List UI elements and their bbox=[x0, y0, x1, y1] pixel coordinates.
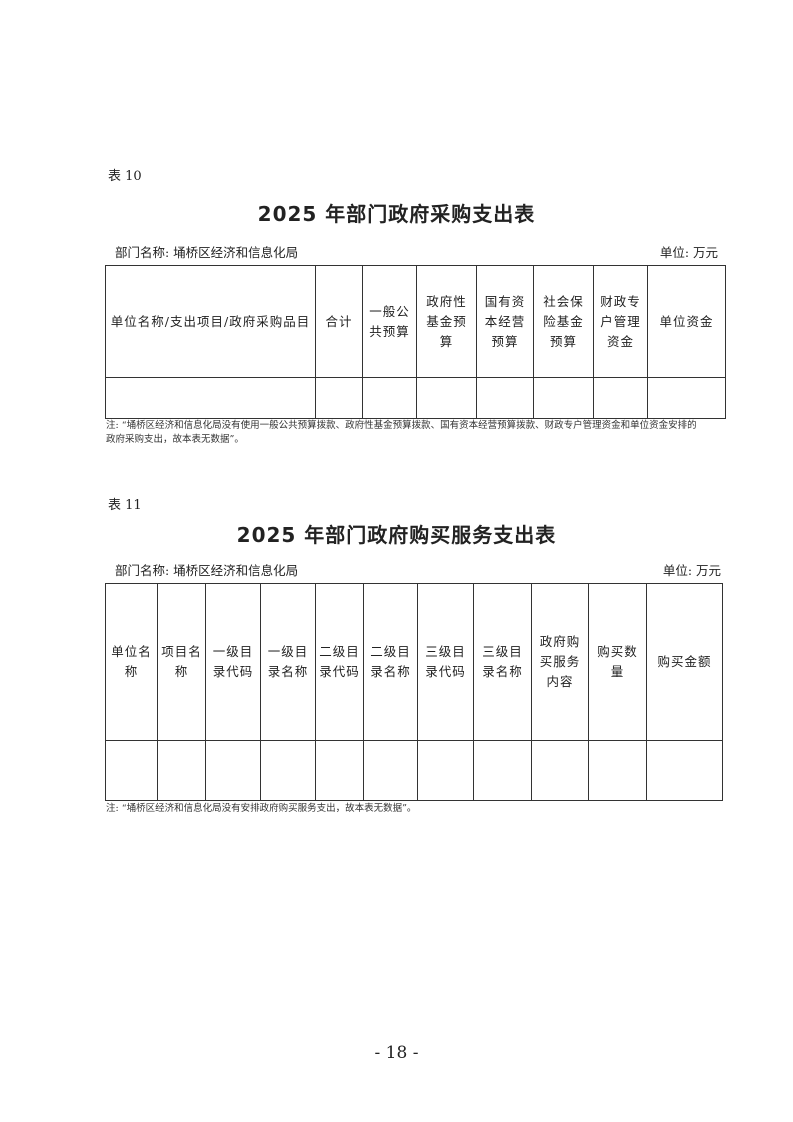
table10-unit: 单位: 万元 bbox=[659, 245, 718, 260]
header-cell: 财政专户管理资金 bbox=[593, 265, 648, 378]
empty-cell bbox=[260, 740, 316, 801]
empty-cell bbox=[315, 740, 364, 801]
service-purchase-table: 单位名称 项目名称 一级目录代码 一级目录名称 二级目录代码 二级目录名称 三级… bbox=[105, 583, 723, 801]
table-header-row: 单位名称 项目名称 一级目录代码 一级目录名称 二级目录代码 二级目录名称 三级… bbox=[105, 583, 723, 741]
page-number: - 18 - bbox=[374, 1043, 419, 1063]
table11-title: 2025 年部门政府购买服务支出表 bbox=[236, 523, 557, 547]
table-row bbox=[105, 740, 723, 801]
header-cell: 二级目录名称 bbox=[363, 583, 418, 741]
table-header-row: 单位名称/支出项目/政府采购品目 合计 一般公共预算 政府性基金预算 国有资本经… bbox=[105, 265, 726, 378]
header-cell: 一般公共预算 bbox=[362, 265, 417, 378]
header-cell: 二级目录代码 bbox=[315, 583, 364, 741]
table10-note: 注: “埇桥区经济和信息化局没有使用一般公共预算拨款、政府性基金预算拨款、国有资… bbox=[106, 420, 697, 445]
empty-cell bbox=[416, 377, 477, 419]
header-cell: 政府购买服务内容 bbox=[531, 583, 589, 741]
header-cell: 三级目录名称 bbox=[473, 583, 532, 741]
table11-department: 部门名称: 埇桥区经济和信息化局 bbox=[115, 563, 299, 578]
empty-cell bbox=[588, 740, 647, 801]
header-cell: 国有资本经营预算 bbox=[476, 265, 534, 378]
header-cell: 政府性基金预算 bbox=[416, 265, 477, 378]
header-cell: 单位资金 bbox=[647, 265, 726, 378]
empty-cell bbox=[476, 377, 534, 419]
empty-cell bbox=[647, 377, 726, 419]
procurement-table: 单位名称/支出项目/政府采购品目 合计 一般公共预算 政府性基金预算 国有资本经… bbox=[105, 265, 726, 419]
table11-note: 注: “埇桥区经济和信息化局没有安排政府购买服务支出，故本表无数据”。 bbox=[106, 803, 417, 814]
header-cell: 项目名称 bbox=[157, 583, 206, 741]
header-cell: 一级目录名称 bbox=[260, 583, 316, 741]
header-cell: 购买数量 bbox=[588, 583, 647, 741]
header-cell: 单位名称/支出项目/政府采购品目 bbox=[105, 265, 316, 378]
empty-cell bbox=[593, 377, 648, 419]
empty-cell bbox=[417, 740, 474, 801]
header-cell: 三级目录代码 bbox=[417, 583, 474, 741]
table10-title: 2025 年部门政府采购支出表 bbox=[257, 202, 536, 226]
header-cell: 购买金额 bbox=[646, 583, 723, 741]
header-cell: 单位名称 bbox=[105, 583, 158, 741]
empty-cell bbox=[205, 740, 261, 801]
empty-cell bbox=[363, 740, 418, 801]
empty-cell bbox=[646, 740, 723, 801]
empty-cell bbox=[105, 740, 158, 801]
empty-cell bbox=[105, 377, 316, 419]
header-cell: 一级目录代码 bbox=[205, 583, 261, 741]
table10-label: 表 10 bbox=[108, 169, 142, 184]
table11-label: 表 11 bbox=[108, 498, 142, 513]
table10-department: 部门名称: 埇桥区经济和信息化局 bbox=[115, 245, 299, 260]
header-cell: 合计 bbox=[315, 265, 363, 378]
table11-unit: 单位: 万元 bbox=[662, 563, 721, 578]
empty-cell bbox=[473, 740, 532, 801]
empty-cell bbox=[362, 377, 417, 419]
empty-cell bbox=[157, 740, 206, 801]
empty-cell bbox=[533, 377, 594, 419]
header-cell: 社会保险基金预算 bbox=[533, 265, 594, 378]
table-row bbox=[105, 377, 726, 419]
empty-cell bbox=[531, 740, 589, 801]
empty-cell bbox=[315, 377, 363, 419]
